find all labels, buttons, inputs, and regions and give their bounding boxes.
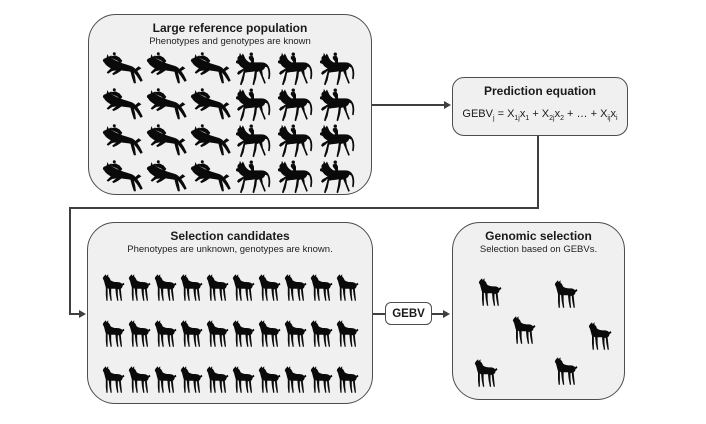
jumping-horse-icon bbox=[145, 88, 189, 122]
connector-gebv-to-genomic bbox=[432, 313, 443, 315]
jumping-horse-icon bbox=[101, 88, 145, 122]
dressage-horse-icon bbox=[275, 52, 317, 86]
prediction-equation-box: Prediction equation GEBVj = X1jx1 + X2jx… bbox=[452, 77, 628, 136]
foal-icon bbox=[335, 269, 359, 306]
foal-icon bbox=[153, 315, 177, 352]
foal-icon bbox=[231, 315, 255, 352]
foal-icon bbox=[205, 315, 229, 352]
connector-left-down bbox=[69, 207, 71, 315]
selection-candidates-title: Selection candidates bbox=[170, 229, 290, 243]
foal-icon bbox=[511, 311, 536, 349]
arrowhead-into-genomic-icon bbox=[443, 310, 450, 318]
jumping-horse-icon bbox=[189, 160, 233, 194]
dressage-horse-icon bbox=[317, 52, 359, 86]
jumping-horse-icon bbox=[101, 52, 145, 86]
gebv-label: GEBV bbox=[392, 307, 425, 320]
connector-prediction-down bbox=[537, 136, 539, 208]
foal-icon bbox=[309, 269, 333, 306]
genomic-selection-title: Genomic selection bbox=[485, 229, 592, 243]
foal-icon bbox=[101, 315, 125, 352]
foal-icon bbox=[179, 269, 203, 306]
foal-icon bbox=[553, 352, 578, 390]
reference-population-title: Large reference population bbox=[152, 21, 308, 35]
candidate-foal-row bbox=[101, 260, 359, 306]
foal-icon bbox=[205, 269, 229, 306]
foal-icon bbox=[335, 361, 359, 398]
foal-icon bbox=[587, 317, 612, 355]
jumping-horse-icon bbox=[145, 160, 189, 194]
jumping-horse-icon bbox=[189, 124, 233, 158]
foal-icon bbox=[231, 361, 255, 398]
jumping-horse-icon bbox=[189, 88, 233, 122]
dressage-horse-icon bbox=[275, 88, 317, 122]
foal-icon bbox=[179, 315, 203, 352]
foal-icon bbox=[477, 273, 502, 311]
reference-population-box: Large reference population Phenotypes an… bbox=[88, 14, 372, 195]
foal-icon bbox=[335, 315, 359, 352]
dressage-horse-icon bbox=[233, 160, 275, 194]
foal-icon bbox=[309, 361, 333, 398]
reference-horse-grid bbox=[89, 51, 371, 195]
reference-population-subtitle: Phenotypes and genotypes are known bbox=[149, 35, 311, 47]
foal-icon bbox=[205, 361, 229, 398]
foal-icon bbox=[231, 269, 255, 306]
foal-icon bbox=[283, 315, 307, 352]
jumping-horse-icon bbox=[145, 124, 189, 158]
foal-icon bbox=[127, 269, 151, 306]
jumping-horse-icon bbox=[145, 52, 189, 86]
genomic-foal-field bbox=[453, 261, 624, 399]
reference-horse-row bbox=[101, 123, 359, 159]
dressage-horse-icon bbox=[275, 160, 317, 194]
genomic-selection-subtitle: Selection based on GEBVs. bbox=[479, 243, 598, 255]
connector-candidates-to-gebv bbox=[373, 313, 385, 315]
dressage-horse-icon bbox=[317, 160, 359, 194]
foal-icon bbox=[309, 315, 333, 352]
foal-icon bbox=[283, 269, 307, 306]
foal-icon bbox=[553, 275, 578, 313]
jumping-horse-icon bbox=[101, 160, 145, 194]
prediction-equation-title: Prediction equation bbox=[483, 84, 596, 98]
connector-into-candidates bbox=[69, 313, 79, 315]
foal-icon bbox=[101, 361, 125, 398]
selection-candidates-box: Selection candidates Phenotypes are unkn… bbox=[87, 222, 373, 404]
genomic-selection-box: Genomic selection Selection based on GEB… bbox=[452, 222, 625, 400]
foal-icon bbox=[257, 315, 281, 352]
foal-icon bbox=[153, 269, 177, 306]
prediction-equation: GEBVj = X1jx1 + X2jx2 + … + Xijxi bbox=[462, 107, 618, 122]
foal-icon bbox=[101, 269, 125, 306]
foal-icon bbox=[153, 361, 177, 398]
dressage-horse-icon bbox=[233, 88, 275, 122]
dressage-horse-icon bbox=[233, 124, 275, 158]
candidate-foal-row bbox=[101, 306, 359, 352]
foal-icon bbox=[473, 354, 498, 392]
dressage-horse-icon bbox=[317, 124, 359, 158]
connector-reference-to-prediction bbox=[372, 104, 444, 106]
dressage-horse-icon bbox=[275, 124, 317, 158]
arrowhead-into-prediction-icon bbox=[444, 101, 451, 109]
foal-icon bbox=[127, 361, 151, 398]
jumping-horse-icon bbox=[101, 124, 145, 158]
reference-horse-row bbox=[101, 51, 359, 87]
foal-icon bbox=[179, 361, 203, 398]
gebv-box: GEBV bbox=[385, 302, 432, 325]
selection-candidates-subtitle: Phenotypes are unknown, genotypes are kn… bbox=[127, 243, 333, 255]
connector-horizontal-mid bbox=[69, 207, 539, 209]
reference-horse-row bbox=[101, 87, 359, 123]
jumping-horse-icon bbox=[189, 52, 233, 86]
foal-icon bbox=[127, 315, 151, 352]
candidate-foal-row bbox=[101, 352, 359, 398]
candidates-foal-grid bbox=[88, 260, 372, 398]
dressage-horse-icon bbox=[317, 88, 359, 122]
arrowhead-into-candidates-icon bbox=[79, 310, 86, 318]
reference-horse-row bbox=[101, 159, 359, 195]
foal-icon bbox=[257, 361, 281, 398]
foal-icon bbox=[257, 269, 281, 306]
dressage-horse-icon bbox=[233, 52, 275, 86]
foal-icon bbox=[283, 361, 307, 398]
